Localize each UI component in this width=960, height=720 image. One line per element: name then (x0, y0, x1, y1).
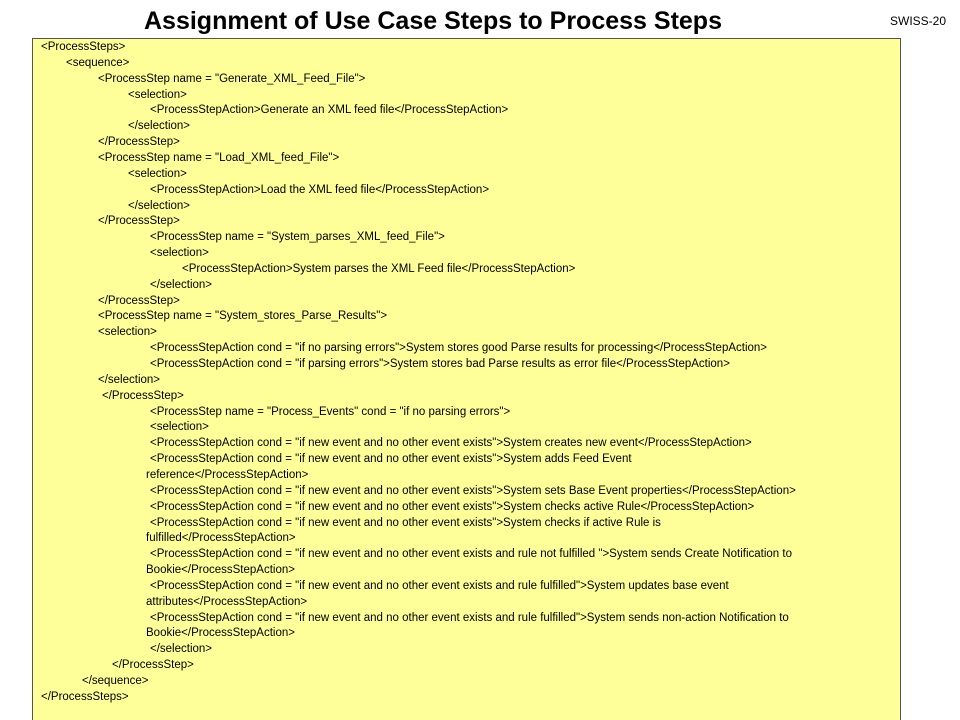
code-line: Bookie</ProcessStepAction> (146, 564, 295, 577)
code-line: <ProcessStepAction cond = "if new event … (150, 516, 661, 529)
code-line: <ProcessStepAction cond = "if new event … (150, 453, 632, 466)
code-line: <selection> (150, 247, 209, 260)
code-line: <ProcessStepAction cond = "if new event … (150, 437, 752, 450)
code-line: <ProcessStepAction cond = "if new event … (150, 548, 792, 561)
code-line: <selection> (150, 421, 209, 434)
code-line: <ProcessStep name = "System_parses_XML_f… (150, 231, 445, 244)
code-line: <ProcessStep name = "Process_Events" con… (150, 405, 511, 418)
code-line: reference</ProcessStepAction> (146, 468, 309, 481)
code-line: <ProcessStepAction cond = "if new event … (150, 484, 796, 497)
code-line: </selection> (128, 199, 191, 212)
code-line: </selection> (150, 643, 213, 656)
code-line: </ProcessStep> (98, 136, 180, 149)
code-line: </selection> (98, 373, 161, 386)
code-line: <ProcessStepAction cond = "if parsing er… (150, 358, 730, 370)
code-line: <selection> (128, 167, 187, 180)
code-line: <ProcessStepAction cond = "if new event … (150, 611, 789, 624)
code-line: <ProcessStepAction cond = "if no parsing… (150, 342, 768, 355)
code-line: <selection> (128, 88, 187, 101)
code-line: Bookie</ProcessStepAction> (146, 627, 295, 640)
code-line: <ProcessStep name = "Load_XML_feed_File"… (98, 151, 340, 164)
code-line: </ProcessSteps> (41, 690, 129, 703)
code-line: </selection> (150, 278, 213, 291)
code-line: <ProcessStepAction>Generate an XML feed … (150, 104, 509, 117)
code-line: <ProcessStepAction>System parses the XML… (182, 262, 576, 275)
code-line: attributes</ProcessStepAction> (146, 595, 308, 608)
code-line: </ProcessStep> (98, 294, 180, 307)
code-line: </selection> (128, 120, 191, 133)
code-line: </ProcessStep> (102, 389, 184, 402)
code-line: fulfilled</ProcessStepAction> (146, 532, 296, 545)
code-line: </ProcessStep> (112, 659, 194, 672)
code-line: <ProcessStepAction cond = "if new event … (150, 500, 755, 513)
page-title: Assignment of Use Case Steps to Process … (144, 7, 722, 35)
code-line: <sequence> (66, 56, 130, 69)
code-line: </sequence> (82, 675, 149, 687)
code-line: <ProcessStep name = "System_stores_Parse… (98, 310, 388, 323)
code-line: </ProcessStep> (98, 215, 180, 228)
code-line: <ProcessStepAction>Load the XML feed fil… (150, 183, 490, 196)
code-line: <ProcessStepAction cond = "if new event … (150, 579, 729, 592)
code-line: <ProcessStep name = "Generate_XML_Feed_F… (98, 72, 366, 85)
code-line: <ProcessSteps> (41, 41, 126, 53)
code-line: <selection> (98, 326, 157, 339)
xml-code-box: <ProcessSteps> <sequence> <ProcessStep nam… (32, 38, 901, 720)
slide-id: SWISS-20 (889, 14, 946, 28)
